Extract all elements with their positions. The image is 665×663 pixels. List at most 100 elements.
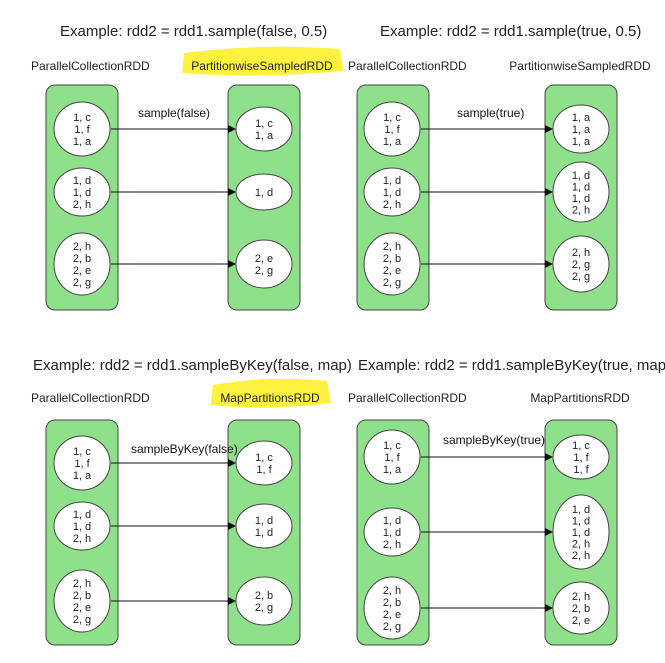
input-record: 1, a xyxy=(73,136,92,148)
example-panel: Example: rdd2 = rdd1.sample(true, 0.5) Pa… xyxy=(348,23,651,311)
input-record: 2, b xyxy=(73,253,91,265)
output-record: 1, d xyxy=(572,181,590,193)
input-partition xyxy=(363,507,421,557)
input-record: 2, b xyxy=(383,597,401,609)
output-partition xyxy=(552,581,610,635)
output-record: 2, g xyxy=(572,271,590,283)
output-record: 2, h xyxy=(572,591,590,603)
input-record: 2, h xyxy=(383,585,401,597)
input-record: 1, f xyxy=(384,124,400,136)
output-record: 1, d xyxy=(572,527,590,539)
input-record: 1, c xyxy=(73,112,91,124)
input-partition xyxy=(53,101,111,157)
source-rdd-label: ParallelCollectionRDD xyxy=(31,391,150,405)
input-record: 2, g xyxy=(73,277,91,289)
input-record: 2, g xyxy=(383,277,401,289)
example-panel: Example: rdd2 = rdd1.sampleByKey(true, m… xyxy=(348,357,665,646)
input-record: 2, h xyxy=(73,241,91,253)
example-title: Example: rdd2 = rdd1.sample(false, 0.5) xyxy=(60,23,327,40)
output-record: 1, d xyxy=(572,193,590,205)
output-record: 2, b xyxy=(572,603,590,615)
output-partition xyxy=(235,503,293,549)
output-partition xyxy=(235,239,293,289)
output-record: 1, d xyxy=(255,515,273,527)
example-title: Example: rdd2 = rdd1.sampleByKey(false, … xyxy=(33,357,352,374)
highlight-marker xyxy=(210,378,332,408)
input-record: 2, h xyxy=(383,241,401,253)
input-record: 2, b xyxy=(73,590,91,602)
output-record: 1, d xyxy=(255,187,273,199)
output-record: 2, b xyxy=(255,590,273,602)
input-partition xyxy=(53,232,111,296)
input-partition xyxy=(363,429,421,485)
output-record: 1, d xyxy=(572,516,590,528)
operation-label: sampleByKey(true) xyxy=(443,433,545,447)
source-rdd-label: ParallelCollectionRDD xyxy=(348,391,467,405)
example-panel: Example: rdd2 = rdd1.sample(false, 0.5) P… xyxy=(31,23,344,311)
example-panel: Example: rdd2 = rdd1.sampleByKey(false, … xyxy=(31,357,352,646)
output-record: 1, a xyxy=(572,136,591,148)
output-record: 1, a xyxy=(572,124,591,136)
output-partition xyxy=(235,173,293,211)
target-rdd-label: PartitionwiseSampledRDD xyxy=(509,59,651,73)
input-record: 2, h xyxy=(73,199,91,211)
input-partition xyxy=(53,501,111,551)
output-record: 1, f xyxy=(573,464,589,476)
input-record: 1, a xyxy=(383,136,402,148)
input-record: 1, a xyxy=(383,464,402,476)
input-record: 1, a xyxy=(73,470,92,482)
output-partition xyxy=(552,104,610,154)
operation-label: sample(true) xyxy=(457,106,524,120)
input-record: 2, e xyxy=(383,609,401,621)
input-record: 1, f xyxy=(384,452,400,464)
input-record: 2, h xyxy=(383,539,401,551)
output-record: 1, f xyxy=(573,452,589,464)
output-record: 1, d xyxy=(255,527,273,539)
output-record: 1, a xyxy=(572,112,591,124)
input-record: 2, h xyxy=(73,578,91,590)
input-partition xyxy=(363,101,421,157)
output-partition xyxy=(552,161,610,223)
output-record: 2, g xyxy=(572,259,590,271)
output-partition xyxy=(552,494,610,570)
output-record: 2, h xyxy=(572,204,590,216)
output-record: 1, f xyxy=(256,464,272,476)
highlight-marker xyxy=(182,46,344,76)
output-record: 2, h xyxy=(572,247,590,259)
input-record: 1, f xyxy=(74,124,90,136)
input-partition xyxy=(53,569,111,633)
output-record: 1, d xyxy=(572,170,590,182)
target-rdd-label: PartitionwiseSampledRDD xyxy=(191,59,333,73)
output-record: 1, d xyxy=(572,504,590,516)
output-partition xyxy=(235,106,293,152)
input-record: 2, h xyxy=(73,533,91,545)
input-record: 2, b xyxy=(383,253,401,265)
output-partition xyxy=(552,434,610,480)
input-record: 1, c xyxy=(383,440,401,452)
example-title: Example: rdd2 = rdd1.sample(true, 0.5) xyxy=(380,23,641,40)
operation-label: sample(false) xyxy=(138,106,210,120)
input-record: 1, d xyxy=(383,515,401,527)
output-record: 1, c xyxy=(255,452,273,464)
output-record: 2, e xyxy=(572,615,590,627)
operation-label: sampleByKey(false) xyxy=(131,442,238,456)
input-partition xyxy=(363,167,421,217)
output-partition xyxy=(235,440,293,486)
input-record: 2, g xyxy=(383,621,401,633)
input-partition xyxy=(53,167,111,217)
input-partition xyxy=(363,576,421,640)
output-record: 2, e xyxy=(255,253,273,265)
input-record: 2, e xyxy=(383,265,401,277)
input-record: 1, d xyxy=(73,521,91,533)
output-record: 1, c xyxy=(572,440,590,452)
input-record: 2, e xyxy=(73,602,91,614)
input-record: 1, d xyxy=(383,527,401,539)
output-record: 1, c xyxy=(255,118,273,130)
example-title: Example: rdd2 = rdd1.sampleByKey(true, m… xyxy=(358,357,665,374)
input-partition xyxy=(363,232,421,296)
input-record: 1, f xyxy=(74,458,90,470)
input-partition xyxy=(53,435,111,491)
input-record: 2, g xyxy=(73,614,91,626)
output-partition xyxy=(235,576,293,626)
